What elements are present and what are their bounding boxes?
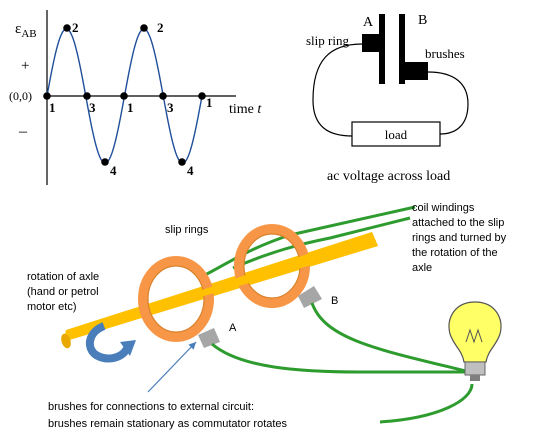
point-label-2a: 2 [72, 20, 79, 35]
slip-ring-a [138, 256, 214, 342]
x-axis-label: time t [229, 102, 262, 117]
slip-ring-label: slip ring [306, 33, 349, 48]
point-label-1a: 1 [49, 100, 56, 115]
brushes-label: brushes [425, 46, 465, 61]
point-1a [43, 92, 51, 100]
point-4a [101, 158, 109, 166]
rotation-arrow-head [120, 340, 136, 356]
load-label: load [385, 127, 408, 142]
point-label-1c: 1 [206, 95, 213, 110]
point-1c [198, 92, 206, 100]
rotation-of-axle-label: rotation of axle (hand or petrol motor e… [27, 271, 102, 313]
bulb-base [464, 361, 486, 376]
axle-end [61, 333, 71, 349]
brush-b-block [405, 62, 428, 80]
external-wire-b [310, 302, 471, 374]
wire-left [312, 43, 363, 137]
point-2a [63, 24, 71, 32]
point-3a [83, 92, 91, 100]
brush-pointer-arrow [147, 341, 197, 393]
plus-sign: + [21, 58, 29, 74]
point-label-4a: 4 [110, 163, 117, 178]
rotation-arrow [85, 322, 132, 363]
phase-points [43, 24, 206, 166]
y-axis-label: εAB [15, 21, 37, 40]
brush-a [198, 328, 220, 348]
point-label-3b: 3 [167, 100, 174, 115]
minus-sign: – [18, 123, 28, 140]
point-label-3a: 3 [89, 100, 96, 115]
point-label-1b: 1 [127, 100, 134, 115]
brush-a-block [362, 34, 383, 52]
generator-illustration: slip rings A B coil windings attached to… [27, 202, 509, 430]
brush-b-label: B [331, 295, 338, 307]
slip-rings-label: slip rings [165, 224, 209, 236]
brush-a-label: A [229, 322, 237, 334]
point-label-4b: 4 [187, 163, 194, 178]
emf-graph: εAB + – (0,0) time t 1 2 3 4 1 2 3 4 1 [9, 10, 262, 185]
bulb-glass [448, 301, 502, 363]
brushes-note: brushes for connections to external circ… [48, 401, 288, 430]
bulb-filament [465, 328, 483, 344]
ring-b-plate [399, 14, 405, 84]
axle-front-segment [190, 232, 378, 300]
origin-label: (0,0) [9, 89, 32, 103]
bulb-contact [470, 375, 480, 381]
slip-ring-a-inner [147, 265, 205, 333]
slip-ring-a-body [138, 256, 214, 342]
wire-right [427, 71, 469, 135]
light-bulb [448, 301, 502, 381]
point-2b [140, 24, 148, 32]
label-b: B [418, 13, 427, 28]
point-1b [120, 92, 128, 100]
point-3b [159, 92, 167, 100]
external-wire-a [211, 342, 472, 374]
label-a: A [363, 15, 374, 30]
circuit-schematic: A B slip ring brushes load ac voltage ac… [306, 13, 469, 184]
coil-wire-mid [232, 216, 411, 270]
brush-b [298, 286, 322, 308]
coil-windings-label: coil windings attached to the slip rings… [412, 202, 509, 274]
point-label-2b: 2 [157, 20, 164, 35]
point-4b [178, 158, 186, 166]
load-box [351, 121, 441, 147]
circuit-caption: ac voltage across load [327, 169, 450, 184]
external-wire-bulb-return [379, 383, 474, 424]
